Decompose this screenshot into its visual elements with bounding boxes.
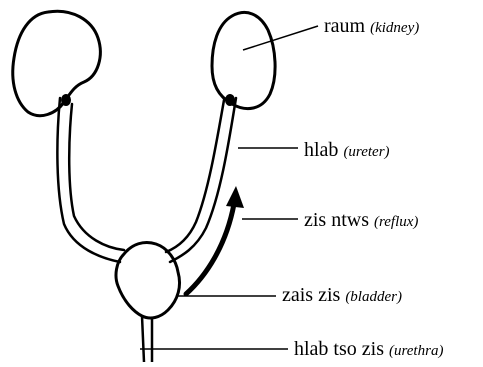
bladder-shape xyxy=(116,242,180,318)
reflux-translation: (reflux) xyxy=(374,214,418,230)
right-kidney-shape xyxy=(212,12,275,108)
left-hilum-mark xyxy=(61,94,71,106)
ureter-label: hlab (ureter) xyxy=(304,140,390,160)
reflux-term: zis ntws xyxy=(304,209,369,231)
urethra-translation: (urethra) xyxy=(389,343,443,359)
ureter-translation: (ureter) xyxy=(343,144,389,160)
urethra-term: hlab tso zis xyxy=(294,338,384,360)
kidney-leader-line xyxy=(243,26,318,50)
kidney-translation: (kidney) xyxy=(370,20,419,36)
left-ureter-inner xyxy=(69,104,124,250)
left-kidney-shape xyxy=(13,11,101,115)
reflux-label: zis ntws (reflux) xyxy=(304,210,418,230)
right-ureter-inner xyxy=(166,100,224,252)
left-ureter-outer xyxy=(57,98,120,262)
urethra-label: hlab tso zis (urethra) xyxy=(294,339,443,359)
right-hilum-mark xyxy=(225,94,235,106)
reflux-arrowhead xyxy=(226,186,244,208)
ureter-term: hlab xyxy=(304,139,338,161)
urethra-left-wall xyxy=(142,316,144,362)
bladder-label: zais zis (bladder) xyxy=(282,285,402,305)
kidney-term: raum xyxy=(324,15,365,37)
bladder-translation: (bladder) xyxy=(345,289,402,305)
kidney-label: raum (kidney) xyxy=(324,16,419,36)
bladder-term: zais zis xyxy=(282,284,340,306)
